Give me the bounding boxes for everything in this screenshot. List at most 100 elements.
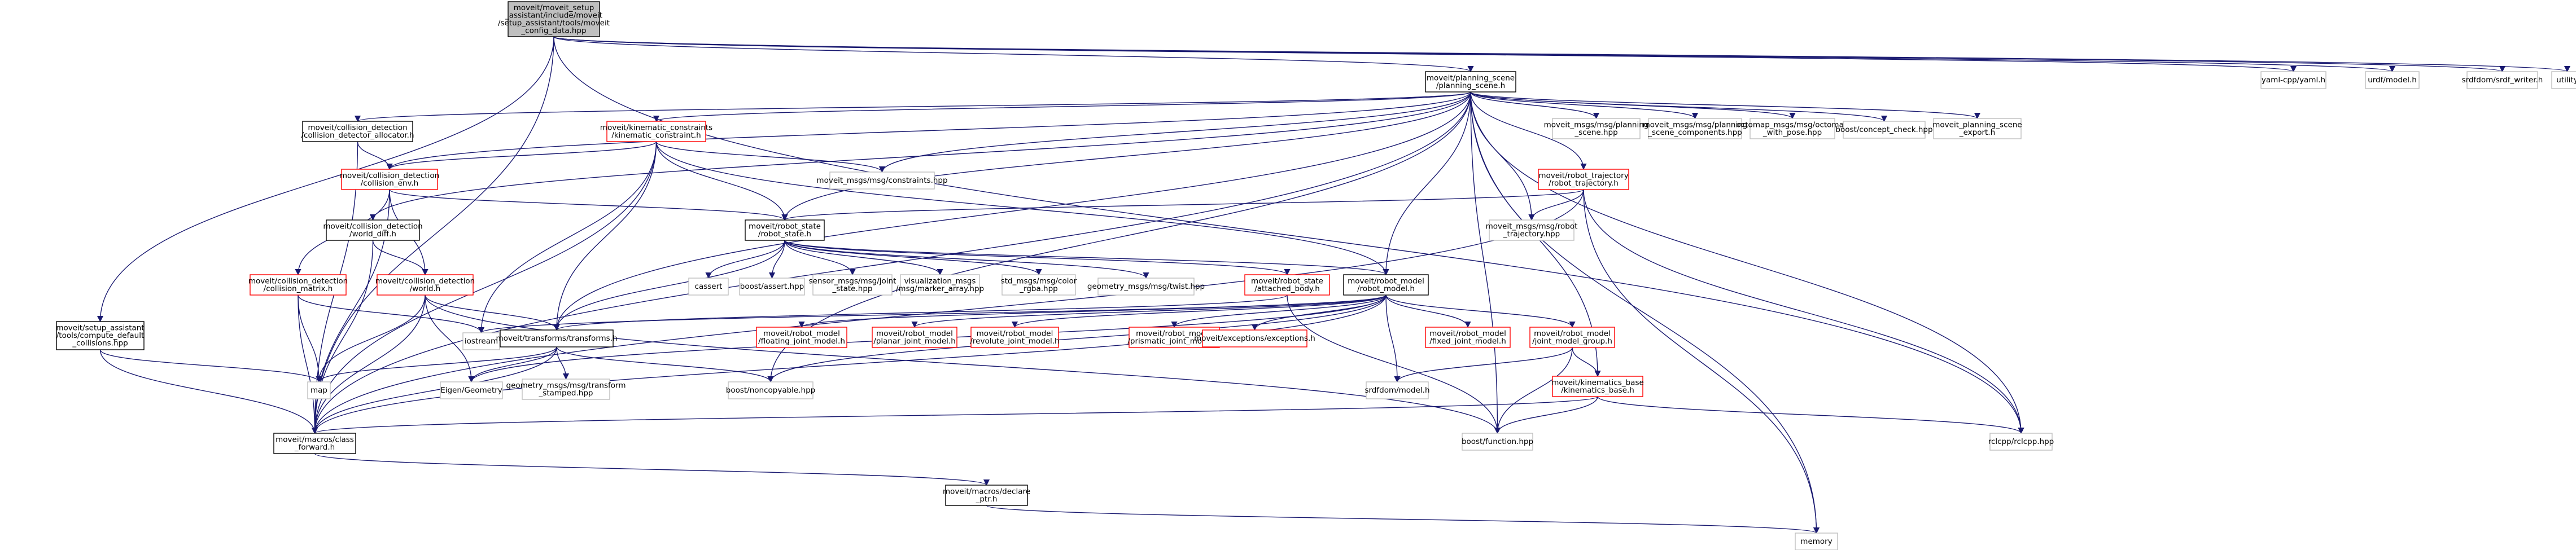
node-label-line: visualization_msgs bbox=[904, 276, 976, 285]
node-robot-trajectory[interactable]: moveit/robot_trajectory/robot_trajectory… bbox=[1538, 169, 1629, 190]
node-box bbox=[1538, 169, 1629, 190]
node-world-diff[interactable]: moveit/collision_detection/world_diff.h bbox=[323, 219, 423, 241]
node-urdf-model[interactable]: urdf/model.h bbox=[2365, 71, 2420, 89]
edge-kinematics-base-to-class-forward bbox=[312, 396, 1598, 434]
node-msg-ps-components[interactable]: moveit_msgs/msg/planning_scene_component… bbox=[1643, 118, 1748, 139]
node-label-line: /world.h bbox=[410, 284, 441, 293]
node-root[interactable]: moveit/moveit_setup_assistant/include/mo… bbox=[498, 1, 610, 37]
node-box bbox=[900, 274, 980, 296]
edge-root-to-urdf-model bbox=[553, 36, 2395, 73]
node-viz-marker[interactable]: visualization_msgs/msg/marker_array.hpp bbox=[896, 274, 984, 296]
node-box bbox=[2260, 71, 2326, 89]
node-label-line: _scene.hpp bbox=[1574, 128, 1617, 137]
node-label-line: memory bbox=[1800, 537, 1832, 546]
edge-world-to-boost-function bbox=[425, 294, 1501, 434]
node-utility[interactable]: utility bbox=[2551, 71, 2576, 89]
node-box bbox=[756, 327, 847, 348]
node-boost-function[interactable]: boost/function.hpp bbox=[1462, 433, 1533, 451]
node-kinematics-base[interactable]: moveit/kinematics_base/kinematics_base.h bbox=[1551, 376, 1644, 397]
node-label-line: moveit/collision_detection bbox=[375, 276, 475, 285]
node-box bbox=[440, 381, 503, 399]
node-attached-body[interactable]: moveit/robot_state/attached_body.h bbox=[1244, 274, 1330, 296]
edge-planning-scene-to-boost-function bbox=[1470, 91, 1501, 434]
node-kinematic-constraint[interactable]: moveit/kinematic_constraints/kinematic_c… bbox=[600, 121, 712, 142]
node-cassert[interactable]: cassert bbox=[688, 278, 729, 296]
node-ps-export[interactable]: moveit_planning_scene_export.h bbox=[1932, 118, 2022, 139]
node-memory[interactable]: memory bbox=[1795, 533, 1838, 550]
node-box bbox=[1552, 376, 1643, 397]
node-label-line: moveit/collision_detection bbox=[340, 171, 439, 180]
node-concept-check[interactable]: boost/concept_check.hpp bbox=[1835, 121, 1933, 139]
edge-transforms-to-geom-transform bbox=[556, 346, 570, 380]
node-srdf-model[interactable]: srdfdom/model.h bbox=[1364, 381, 1430, 399]
node-boost-assert[interactable]: boost/assert.hpp bbox=[739, 278, 805, 296]
edge-kinematic-constraint-to-collision-env bbox=[386, 141, 657, 170]
node-iostream[interactable]: iostream bbox=[462, 332, 500, 350]
node-declare-ptr[interactable]: moveit/macros/declare_ptr.h bbox=[943, 485, 1030, 506]
node-label-line: moveit/robot_model bbox=[1136, 329, 1213, 338]
node-robot-model[interactable]: moveit/robot_model/robot_model.h bbox=[1343, 274, 1429, 296]
node-class-forward[interactable]: moveit/macros/class_forward.h bbox=[273, 433, 356, 454]
edge-robot-model-to-revolute-joint bbox=[1012, 294, 1387, 328]
edge-kinematics-base-to-boost-function bbox=[1494, 396, 1598, 434]
node-label-line: boost/assert.hpp bbox=[740, 282, 804, 291]
node-rclcpp[interactable]: rclcpp/rclcpp.hpp bbox=[1988, 433, 2054, 451]
node-label-line: Eigen/Geometry bbox=[440, 386, 502, 395]
node-compute-collisions[interactable]: moveit/setup_assistant/tools/compute_def… bbox=[56, 321, 145, 350]
node-geom-twist[interactable]: geometry_msgs/msg/twist.hpp bbox=[1087, 278, 1205, 296]
node-box bbox=[250, 274, 347, 296]
node-yaml-cpp[interactable]: yaml-cpp/yaml.h bbox=[2260, 71, 2326, 89]
node-revolute-joint[interactable]: moveit/robot_model/revolute_joint_model.… bbox=[970, 327, 1060, 348]
node-std-color[interactable]: std_msgs/msg/color_rgba.hpp bbox=[1001, 274, 1077, 296]
node-floating-joint[interactable]: moveit/robot_model/floating_joint_model.… bbox=[756, 327, 847, 348]
node-label-line: _with_pose.hpp bbox=[1762, 128, 1822, 137]
edge-kinematic-constraint-to-robot-state bbox=[655, 141, 788, 221]
node-collision-matrix[interactable]: moveit/collision_detection/collision_mat… bbox=[248, 274, 348, 296]
node-geom-transform[interactable]: geometry_msgs/msg/transform_stamped.hpp bbox=[506, 379, 626, 400]
edge-robot-state-to-sensor-joint-state bbox=[784, 240, 856, 276]
node-world[interactable]: moveit/collision_detection/world.h bbox=[375, 274, 475, 296]
node-label-line: /world_diff.h bbox=[349, 230, 396, 239]
node-fixed-joint[interactable]: moveit/robot_model/fixed_joint_model.h bbox=[1425, 327, 1511, 348]
node-msg-robot-trajectory[interactable]: moveit_msgs/msg/robot_trajectory.hpp bbox=[1486, 219, 1578, 241]
node-planar-joint[interactable]: moveit/robot_model/planar_joint_model.h bbox=[872, 327, 957, 348]
node-map[interactable]: map bbox=[307, 381, 331, 399]
node-label-line: moveit/exceptions/exceptions.h bbox=[1194, 334, 1315, 343]
node-box bbox=[2551, 71, 2576, 89]
edge-root-to-utility bbox=[553, 36, 2570, 73]
edge-robot-state-to-boost-assert bbox=[768, 240, 785, 279]
node-label-line: /msg/marker_array.hpp bbox=[896, 284, 984, 293]
node-transforms[interactable]: moveit/transforms/transforms.h bbox=[496, 329, 618, 347]
node-box bbox=[728, 381, 814, 399]
node-box bbox=[1552, 118, 1641, 139]
edge-kinematics-base-to-rclcpp bbox=[1597, 396, 2024, 434]
node-robot-state[interactable]: moveit/robot_state/robot_state.h bbox=[745, 219, 825, 241]
node-label-line: /joint_model_group.h bbox=[1532, 337, 1612, 346]
node-label-line: /robot_model.h bbox=[1357, 284, 1415, 293]
edge-kinematic-constraint-to-msg-constraints bbox=[655, 141, 885, 173]
node-cd-allocator[interactable]: moveit/collision_detection/collision_det… bbox=[301, 121, 414, 142]
node-prismatic-joint[interactable]: moveit/robot_model/prismatic_joint_model… bbox=[1127, 327, 1221, 348]
node-eigen[interactable]: Eigen/Geometry bbox=[440, 381, 503, 399]
node-msg-constraints[interactable]: moveit_msgs/msg/constraints.hpp bbox=[816, 171, 948, 190]
edge-world-diff-to-world bbox=[372, 240, 428, 276]
node-msg-planning-scene[interactable]: moveit_msgs/msg/planning_scene.hpp bbox=[1544, 118, 1649, 139]
node-collision-env[interactable]: moveit/collision_detection/collision_env… bbox=[340, 169, 439, 190]
node-label-line: /revolute_joint_model.h bbox=[970, 337, 1059, 346]
edge-robot-model-to-prismatic-joint bbox=[1171, 294, 1387, 328]
node-sensor-joint-state[interactable]: sensor_msgs/msg/joint_state.hpp bbox=[809, 274, 896, 296]
node-srdf-writer[interactable]: srdfdom/srdf_writer.h bbox=[2462, 71, 2543, 89]
edge-collision-matrix-to-map bbox=[298, 294, 322, 383]
node-label-line: moveit/kinematics_base bbox=[1551, 378, 1644, 387]
node-box bbox=[1933, 118, 2022, 139]
node-planning-scene[interactable]: moveit/planning_scene/planning_scene.h bbox=[1425, 71, 1516, 93]
node-label-line: moveit_msgs/msg/constraints.hpp bbox=[816, 176, 947, 185]
edge-robot-trajectory-to-memory bbox=[1583, 189, 1820, 534]
edge-planning-scene-to-noncopyable bbox=[767, 91, 1471, 383]
node-exceptions[interactable]: moveit/exceptions/exceptions.h bbox=[1194, 329, 1315, 347]
node-label-line: moveit/robot_model bbox=[1429, 329, 1506, 338]
node-box bbox=[1097, 278, 1195, 296]
node-octomap-msg[interactable]: octomap_msgs/msg/octomap_with_pose.hpp bbox=[1737, 118, 1849, 139]
node-noncopyable[interactable]: boost/noncopyable.hpp bbox=[726, 381, 815, 399]
node-joint-model-group[interactable]: moveit/robot_model/joint_model_group.h bbox=[1529, 327, 1615, 348]
